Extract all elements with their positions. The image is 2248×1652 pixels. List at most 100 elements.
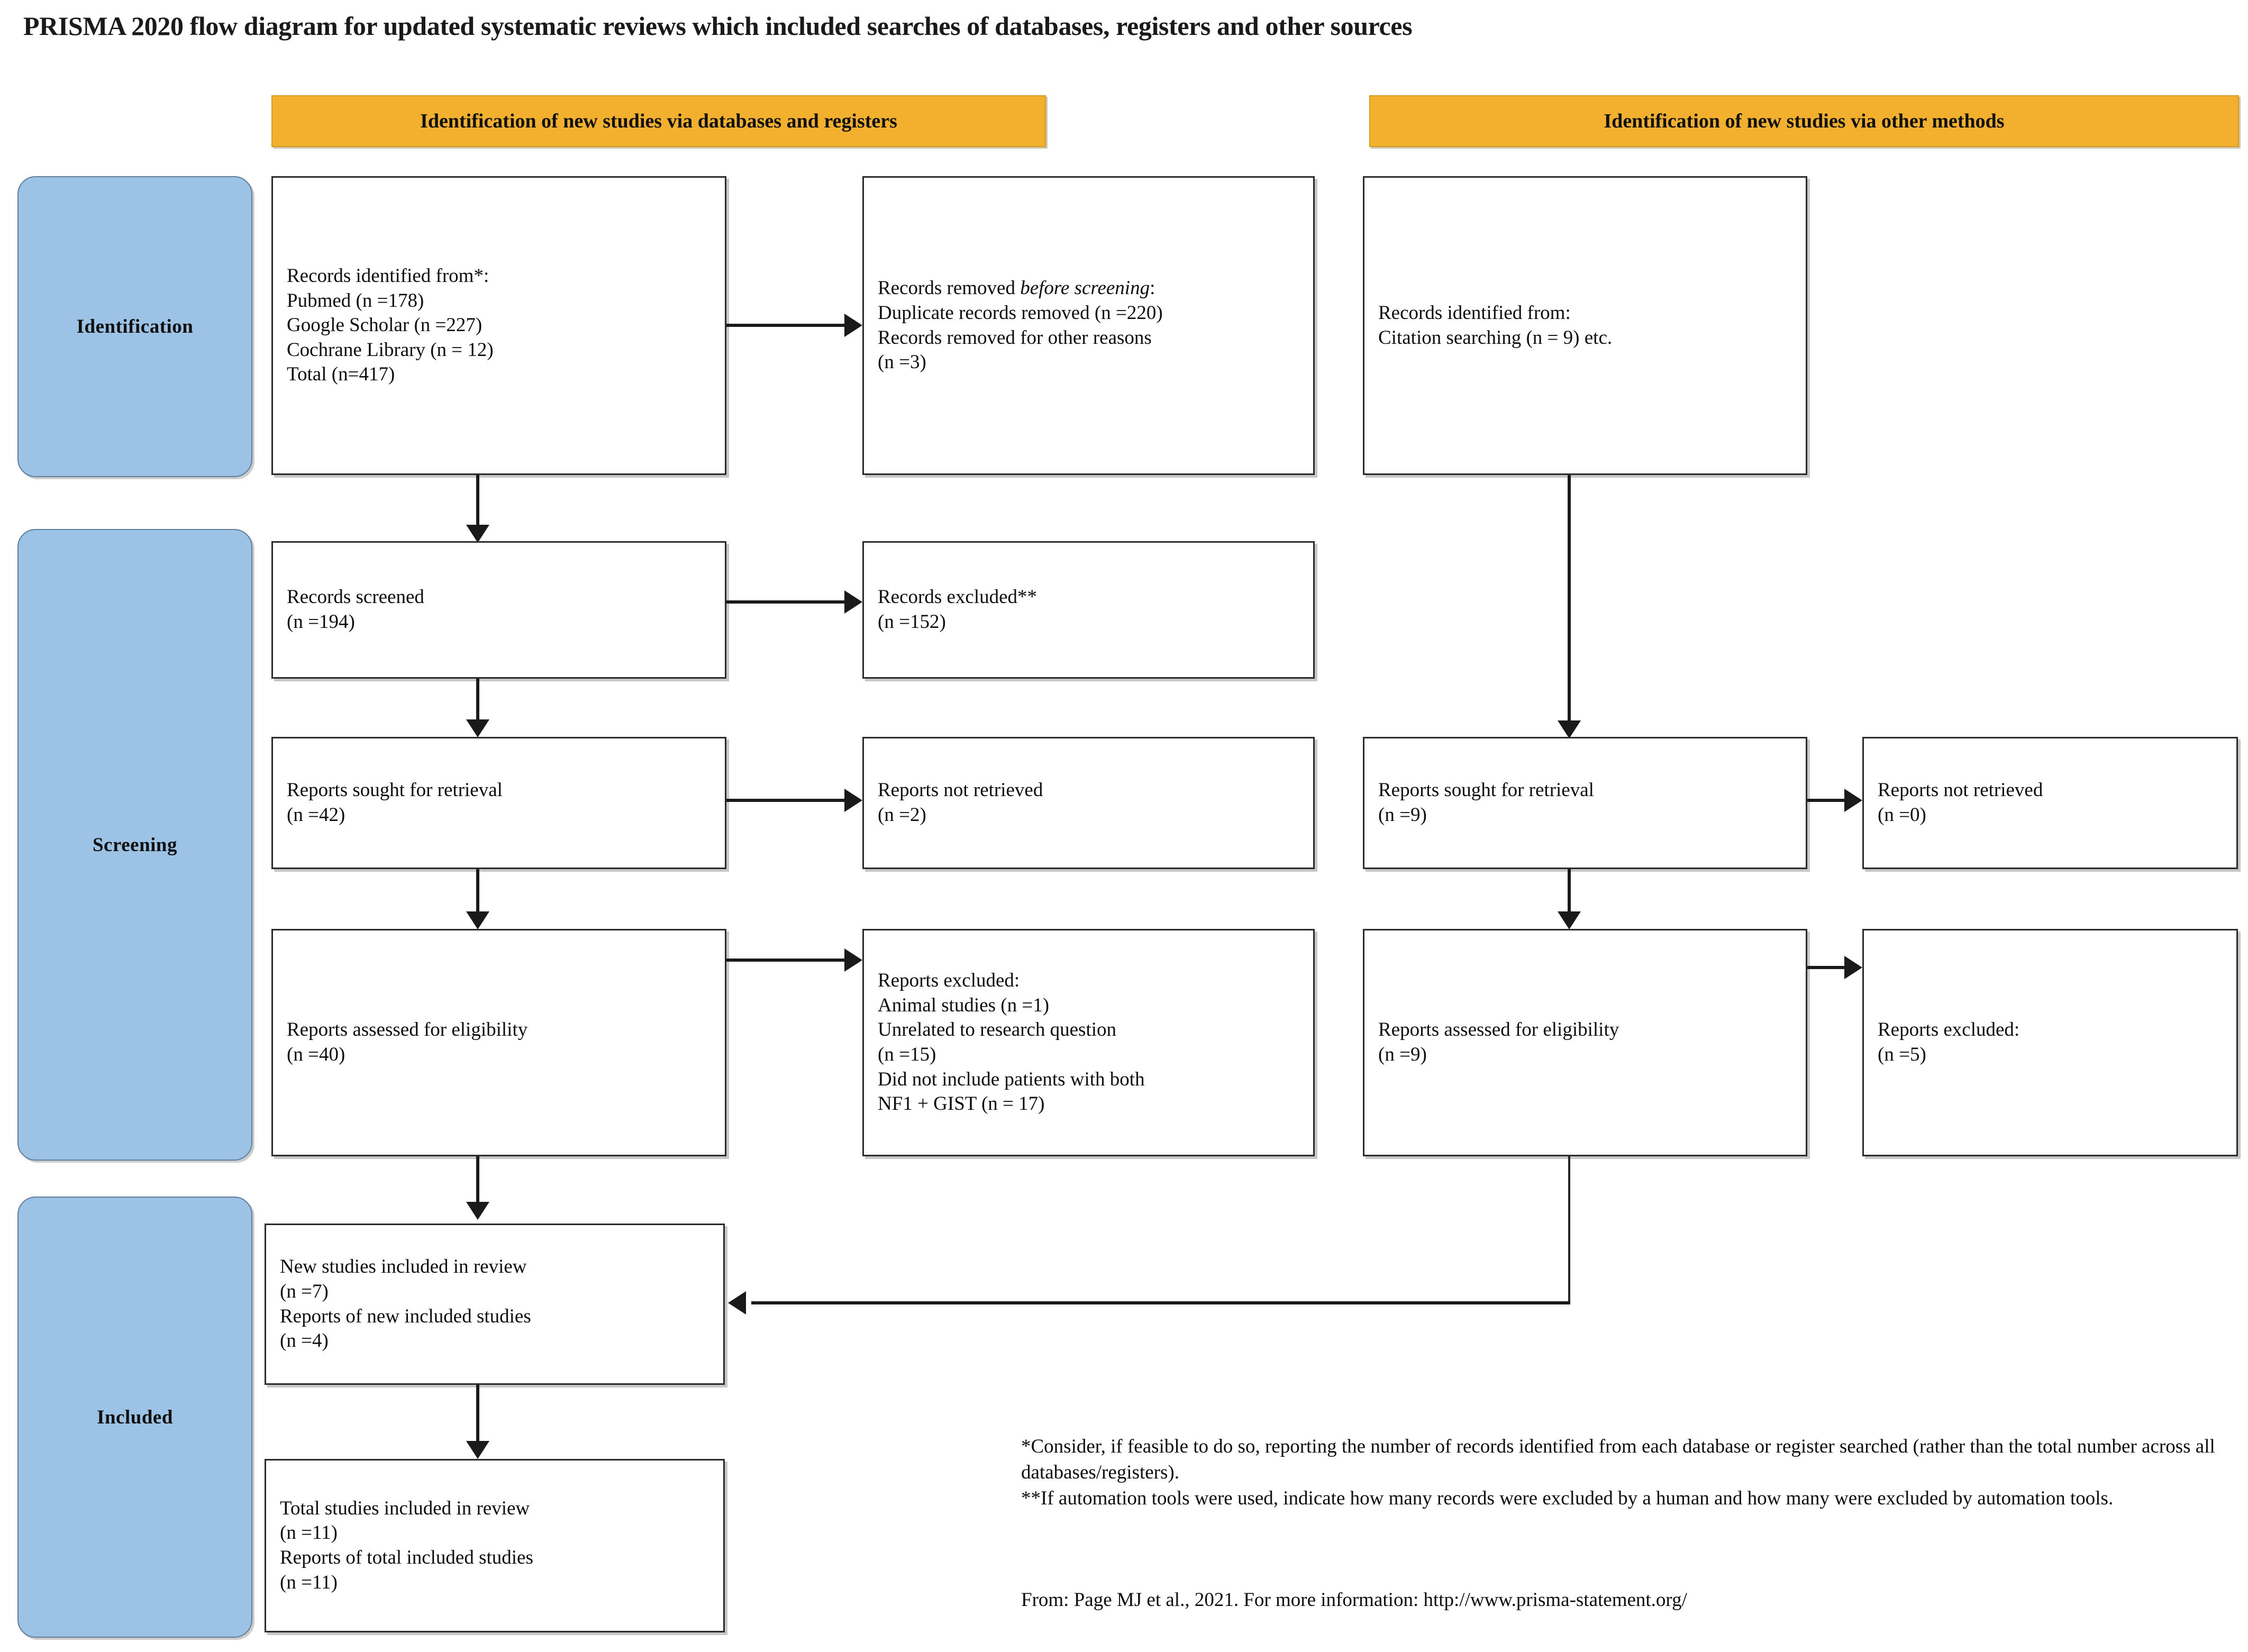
reports-sought-db-line-1: Reports sought for retrieval: [287, 779, 503, 801]
banner-databases-label: Identification of new studies via databa…: [420, 110, 897, 132]
node-reports-sought-databases: Reports sought for retrieval (n =42): [271, 737, 726, 869]
stage-label-screening: Screening: [92, 834, 178, 856]
reports-sought-db-line-2: (n =42): [287, 804, 345, 826]
connector-assessed-other-to-excluded: [1807, 966, 1845, 969]
records-removed-line-1-pre: Records removed: [878, 277, 1021, 299]
total-studies-line-2: (n =11): [280, 1522, 338, 1544]
node-reports-assessed-databases: Reports assessed for eligibility (n =40): [271, 929, 726, 1156]
stage-label-included: Included: [97, 1406, 173, 1428]
node-reports-excluded-databases: Reports excluded: Animal studies (n =1) …: [862, 929, 1315, 1156]
new-studies-line-4: (n =4): [280, 1330, 329, 1352]
connector-other-assessed-elbow-vertical: [1568, 1156, 1570, 1303]
stage-pill-identification: Identification: [17, 176, 252, 477]
footnote-block: *Consider, if feasible to do so, reporti…: [1021, 1434, 2233, 1512]
other-identified-line-1: Records identified from:: [1378, 302, 1571, 324]
reports-excluded-other-line-2: (n =5): [1878, 1044, 1926, 1065]
node-reports-not-retrieved-other: Reports not retrieved (n =0): [1862, 737, 2238, 869]
arrowhead-other-assessed-to-included: [728, 1291, 746, 1315]
arrowhead-assessed-db-to-excluded: [844, 948, 862, 972]
banner-databases-registers: Identification of new studies via databa…: [271, 95, 1046, 147]
node-reports-excluded-other: Reports excluded: (n =5): [1862, 929, 2238, 1156]
records-identified-line-5: Total (n=417): [287, 363, 395, 386]
reports-assessed-other-line-1: Reports assessed for eligibility: [1378, 1019, 1619, 1041]
arrowhead-assessed-db-to-included: [466, 1202, 489, 1220]
node-records-identified: Records identified from*: Pubmed (n =178…: [271, 176, 726, 475]
records-removed-line-2: Duplicate records removed (n =220): [878, 302, 1163, 324]
stage-pill-included: Included: [17, 1197, 252, 1638]
reports-assessed-db-line-1: Reports assessed for eligibility: [287, 1019, 528, 1041]
reports-excluded-db-line-6: NF1 + GIST (n = 17): [878, 1093, 1045, 1115]
other-identified-line-2: Citation searching (n = 9) etc.: [1378, 326, 1613, 349]
node-total-studies-included: Total studies included in review (n =11)…: [265, 1459, 725, 1632]
records-identified-line-3: Google Scholar (n =227): [287, 314, 483, 336]
reports-not-retrieved-other-line-2: (n =0): [1878, 804, 1926, 826]
arrowhead-identified-to-removed: [844, 314, 862, 337]
footnote-double-star: **If automation tools were used, indicat…: [1021, 1487, 2114, 1510]
connector-sought-other-to-not-retrieved: [1807, 799, 1845, 802]
reports-excluded-db-line-4: (n =15): [878, 1044, 936, 1065]
node-new-studies-included: New studies included in review (n =7) Re…: [265, 1224, 725, 1385]
records-screened-line-2: (n =194): [287, 611, 355, 633]
new-studies-line-1: New studies included in review: [280, 1256, 527, 1278]
connector-sought-other-to-assessed: [1568, 869, 1571, 914]
arrowhead-new-studies-to-total: [466, 1441, 489, 1459]
node-records-excluded: Records excluded** (n =152): [862, 541, 1315, 679]
reports-not-retrieved-db-line-1: Reports not retrieved: [878, 779, 1043, 801]
records-removed-line-1: Records removed before screening:: [878, 276, 1299, 301]
arrowhead-screened-to-excluded: [844, 590, 862, 614]
reports-excluded-other-line-1: Reports excluded:: [1878, 1019, 2020, 1041]
node-reports-sought-other: Reports sought for retrieval (n =9): [1363, 737, 1807, 869]
connector-screened-to-excluded: [726, 600, 845, 604]
reports-sought-other-line-1: Reports sought for retrieval: [1378, 779, 1594, 801]
node-reports-not-retrieved-databases: Reports not retrieved (n =2): [862, 737, 1315, 869]
records-excluded-line-2: (n =152): [878, 611, 946, 633]
arrowhead-screened-to-sought: [466, 719, 489, 737]
reports-excluded-db-line-1: Reports excluded:: [878, 970, 1020, 992]
page-title: PRISMA 2020 flow diagram for updated sys…: [23, 11, 1413, 41]
connector-screened-to-sought: [476, 679, 479, 722]
total-studies-line-1: Total studies included in review: [280, 1497, 530, 1519]
new-studies-line-2: (n =7): [280, 1280, 329, 1302]
connector-sought-db-to-assessed: [476, 869, 479, 914]
total-studies-line-3: Reports of total included studies: [280, 1547, 533, 1568]
reports-sought-other-line-2: (n =9): [1378, 804, 1427, 826]
reports-excluded-db-line-5: Did not include patients with both: [878, 1068, 1145, 1090]
arrowhead-sought-db-to-assessed: [466, 911, 489, 929]
footnote-source-text: From: Page MJ et al., 2021. For more inf…: [1021, 1589, 1687, 1611]
node-other-identified: Records identified from: Citation search…: [1363, 176, 1807, 475]
connector-new-studies-to-total: [476, 1385, 479, 1443]
banner-other-label: Identification of new studies via other …: [1604, 110, 2005, 132]
arrowhead-assessed-other-to-excluded: [1844, 956, 1862, 979]
records-screened-line-1: Records screened: [287, 586, 424, 608]
stage-label-identification: Identification: [76, 316, 194, 337]
arrowhead-sought-other-to-not-retrieved: [1844, 789, 1862, 812]
records-removed-line-4: (n =3): [878, 351, 926, 373]
footnote-source: From: Page MJ et al., 2021. For more inf…: [1021, 1587, 2233, 1613]
total-studies-line-4: (n =11): [280, 1571, 338, 1593]
reports-not-retrieved-other-line-1: Reports not retrieved: [1878, 779, 2043, 801]
stage-pill-screening: Screening: [17, 529, 252, 1161]
footnote-single-star: *Consider, if feasible to do so, reporti…: [1021, 1436, 2215, 1484]
reports-excluded-db-line-2: Animal studies (n =1): [878, 994, 1050, 1016]
node-reports-assessed-other: Reports assessed for eligibility (n =9): [1363, 929, 1807, 1156]
reports-excluded-db-line-3: Unrelated to research question: [878, 1019, 1117, 1041]
records-removed-line-3: Records removed for other reasons: [878, 326, 1152, 349]
reports-assessed-db-line-2: (n =40): [287, 1044, 345, 1065]
connector-sought-db-to-not-retrieved: [726, 799, 845, 802]
records-identified-line-2: Pubmed (n =178): [287, 289, 424, 312]
banner-other-methods: Identification of new studies via other …: [1369, 95, 2239, 147]
node-records-removed: Records removed before screening: Duplic…: [862, 176, 1315, 475]
records-identified-line-1: Records identified from*:: [287, 264, 489, 287]
connector-other-identified-to-sought: [1568, 475, 1571, 724]
connector-assessed-db-to-included: [476, 1156, 479, 1204]
arrowhead-sought-db-to-not-retrieved: [844, 789, 862, 812]
connector-identified-to-removed: [726, 324, 845, 327]
arrowhead-identified-to-screened: [466, 525, 489, 543]
arrowhead-other-identified-to-sought: [1558, 720, 1581, 738]
reports-assessed-other-line-2: (n =9): [1378, 1044, 1427, 1065]
reports-not-retrieved-db-line-2: (n =2): [878, 804, 926, 826]
records-removed-line-1-post: :: [1150, 277, 1155, 299]
node-records-screened: Records screened (n =194): [271, 541, 726, 679]
connector-assessed-db-to-excluded: [726, 959, 845, 962]
